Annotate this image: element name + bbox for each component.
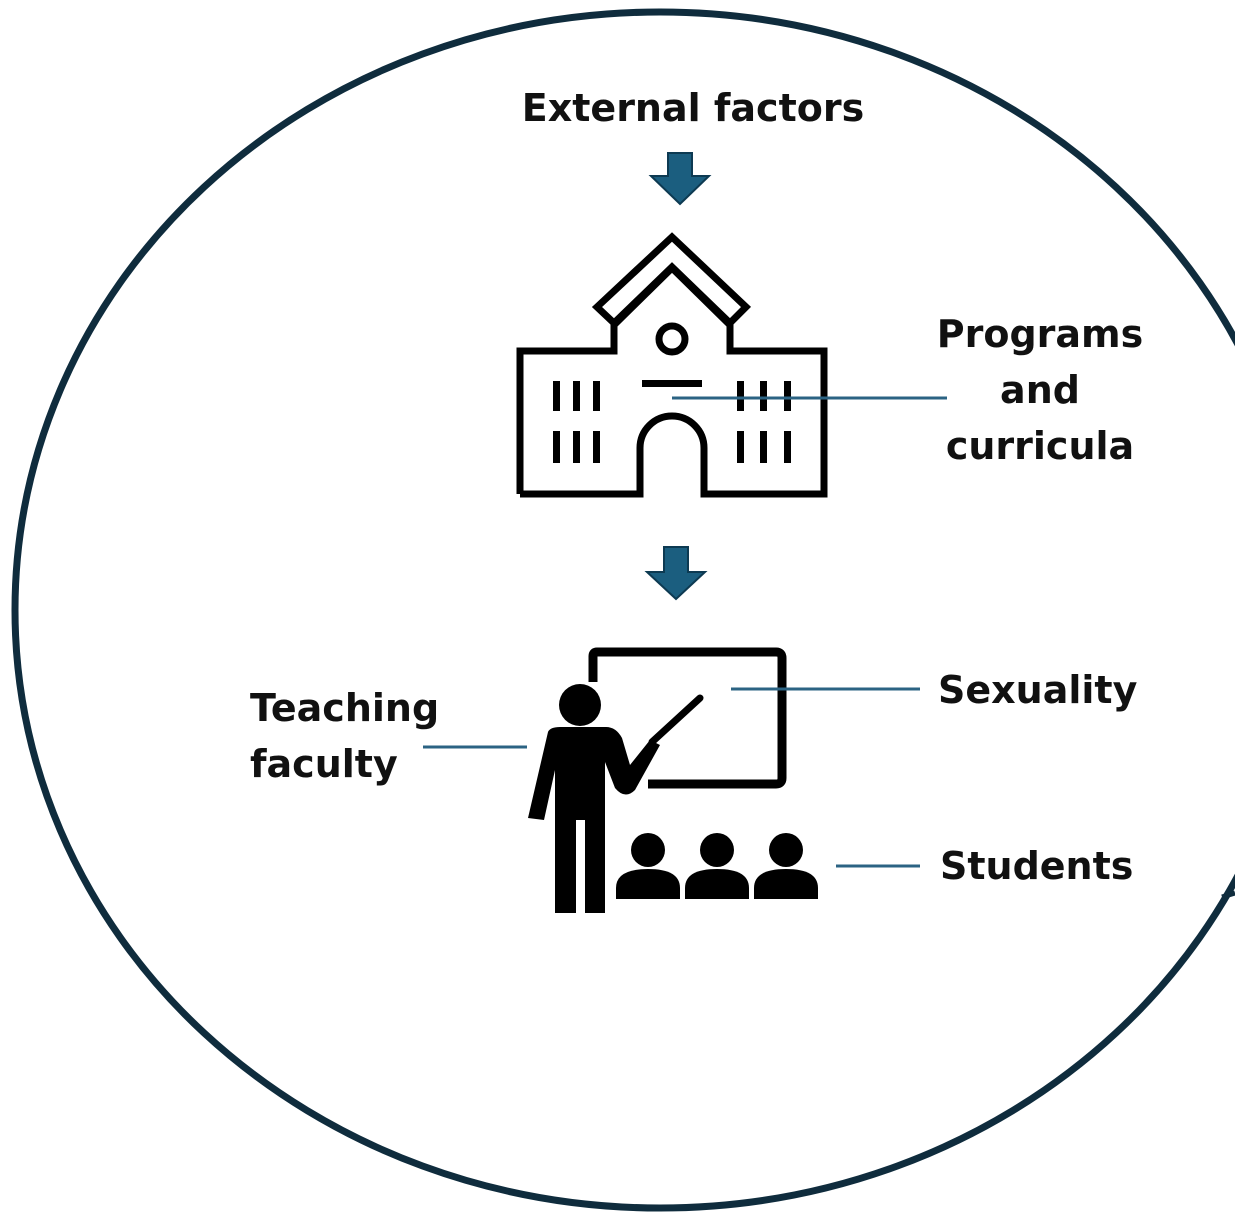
school-building-icon [516,232,828,498]
students-label: Students [940,844,1134,888]
programs-label-line: curricula [945,424,1135,468]
programs-label: Programs and curricula [915,306,1165,474]
diagram-title: External factors [521,86,865,130]
down-arrow-icon [648,152,712,206]
circle-tick [1221,890,1235,900]
programs-label-line: and [1000,368,1080,412]
teaching-label: Teaching faculty [250,680,480,792]
programs-label-line: Programs [936,312,1144,356]
down-arrow-icon [644,546,708,601]
teaching-label-line: Teaching [250,686,440,730]
teaching-label-line: faculty [250,742,398,786]
school-windows [553,380,791,463]
sexuality-label: Sexuality [938,668,1138,712]
students-group-icon [616,833,818,899]
teacher-presentation-icon [528,647,787,913]
context-circle [11,8,1235,1212]
